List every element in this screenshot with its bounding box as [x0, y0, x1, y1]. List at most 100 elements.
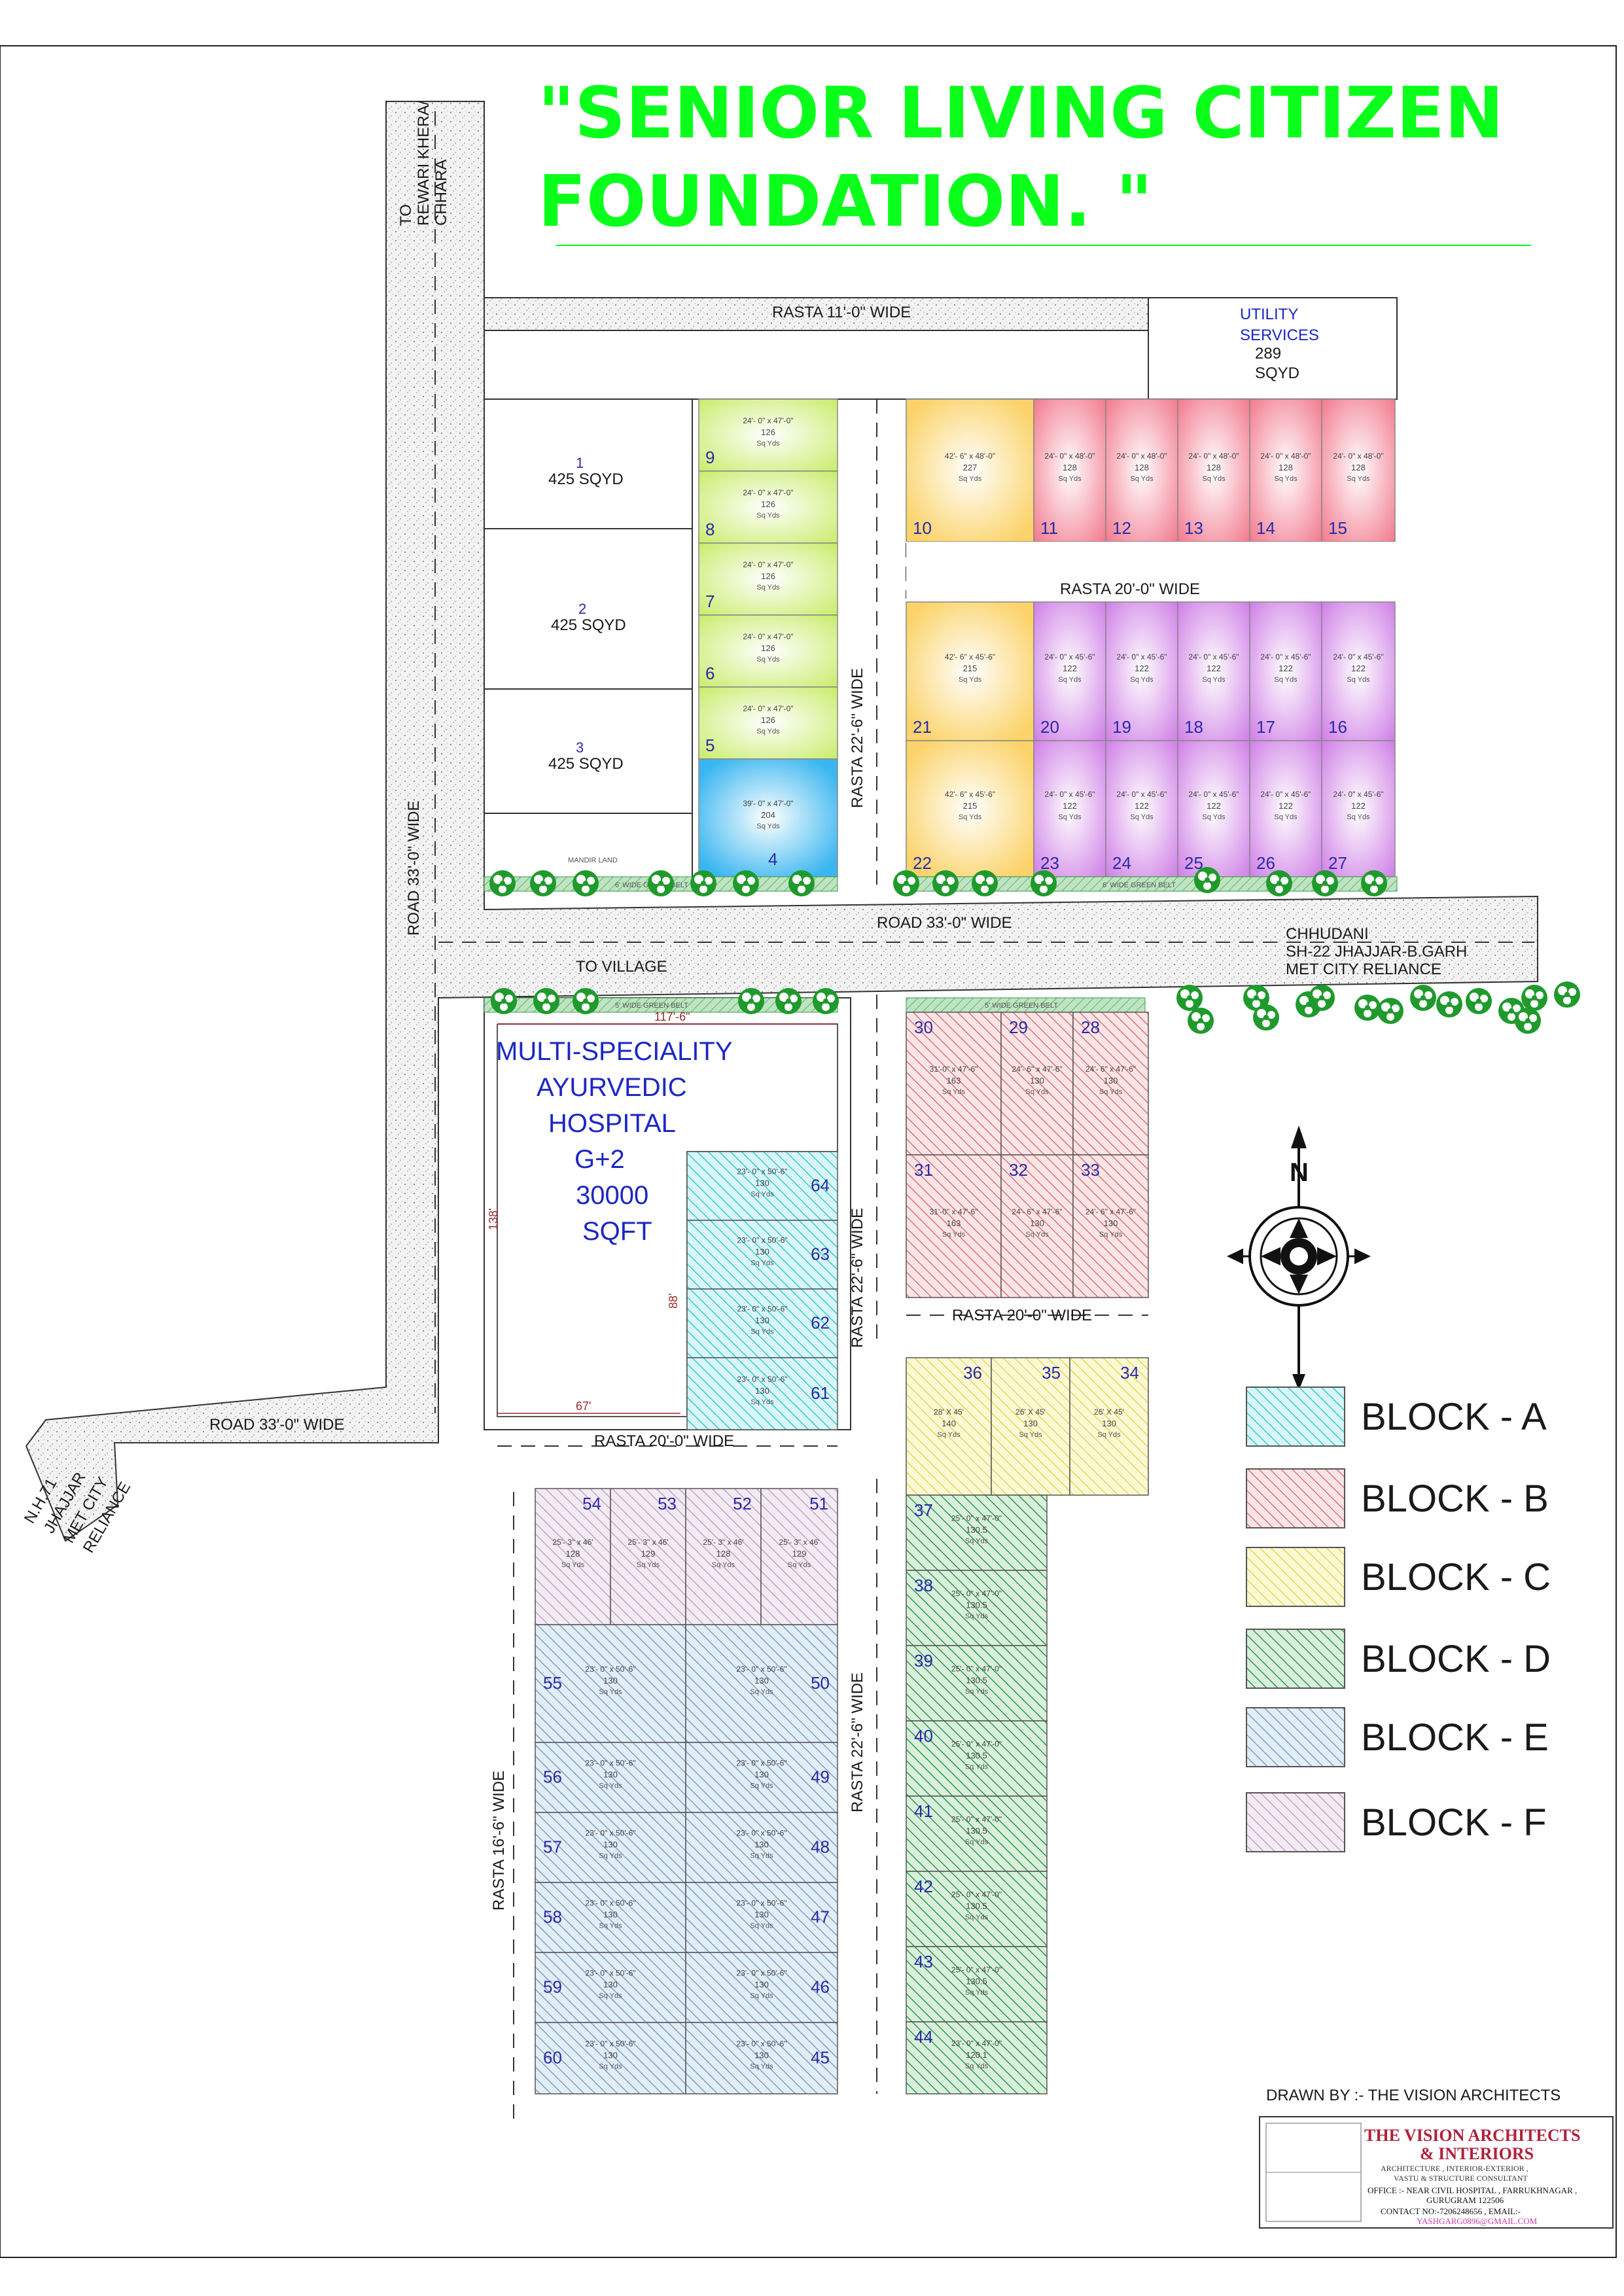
- plot-56-number: 56: [543, 1767, 562, 1787]
- plot-6-area: 126: [761, 643, 775, 653]
- plot-31-area: 163: [947, 1218, 961, 1228]
- tree-icon: [1312, 870, 1338, 896]
- plot-4-area: 204: [761, 810, 775, 820]
- plot-27-dimension: 24'- 0" x 45'-6": [1333, 790, 1383, 799]
- plot-56-unit: Sq Yds: [599, 1782, 622, 1790]
- plot-21-unit: Sq Yds: [959, 676, 982, 684]
- tree-icon: [489, 870, 516, 896]
- plot-58-number: 58: [543, 1907, 562, 1927]
- plot-33-number: 33: [1081, 1160, 1100, 1180]
- plot-23-area: 122: [1063, 801, 1077, 811]
- plot-6-dimension: 24'- 0" x 47'-0": [743, 632, 793, 641]
- plot-4-unit: Sq Yds: [756, 822, 780, 830]
- plot-37-number: 37: [914, 1500, 933, 1520]
- plot-57-unit: Sq Yds: [599, 1852, 622, 1860]
- chhudani-line-3: MET CITY RELIANCE: [1286, 961, 1441, 978]
- plot-13-unit: Sq Yds: [1202, 475, 1226, 483]
- plot-30-area: 163: [947, 1076, 961, 1086]
- tree-icon: [733, 870, 759, 896]
- hospital-line-2: AYURVEDIC: [537, 1073, 687, 1102]
- plot-10-number: 10: [913, 518, 932, 538]
- plot-40-unit: Sq Yds: [965, 1763, 989, 1771]
- plot-26-unit: Sq Yds: [1274, 813, 1297, 821]
- plot-32-dimension: 24'- 6" x 47'-6": [1012, 1207, 1062, 1216]
- plot-43-area: 130.5: [966, 1977, 987, 1987]
- legend-label-c: BLOCK - C: [1361, 1556, 1551, 1598]
- tree-icon: [648, 870, 674, 896]
- plot-49-dimension: 23'- 0" x 50'-6": [736, 1759, 786, 1768]
- plot-4-number: 4: [768, 849, 777, 869]
- to-rewari-line-3: CHHARA: [432, 160, 450, 226]
- legend: BLOCK - A BLOCK - B BLOCK - C BLOCK - D …: [1246, 1386, 1551, 1852]
- tree-icon: [972, 870, 998, 896]
- plot-25-dimension: 24'- 0" x 45'-6": [1188, 790, 1239, 799]
- tree-icon: [1436, 991, 1462, 1017]
- plots-lime: [698, 398, 838, 877]
- tree-icon: [1377, 998, 1403, 1024]
- plot-6-unit: Sq Yds: [756, 656, 780, 663]
- plot-52-number: 52: [733, 1494, 752, 1513]
- stamp-name-2: & INTERIORS: [1420, 2144, 1534, 2163]
- tree-icon: [775, 988, 802, 1014]
- plot-8-area: 126: [761, 499, 775, 509]
- plot-40-number: 40: [914, 1726, 933, 1746]
- plot-43-dimension: 25'- 0" x 47'-0": [951, 1966, 1002, 1975]
- plot-18-dimension: 24'- 0" x 45'-6": [1188, 652, 1239, 662]
- plot-39-dimension: 25'- 0" x 47'-0": [951, 1665, 1002, 1674]
- tree-icon: [1354, 995, 1381, 1021]
- plot-34-dimension: 26' X 45': [1094, 1407, 1124, 1417]
- hospital-line-3: HOSPITAL: [548, 1109, 676, 1138]
- plot-35-area: 130: [1023, 1419, 1038, 1428]
- plot-36-unit: Sq Yds: [937, 1431, 961, 1439]
- plot-28-dimension: 24'- 6" x 47'-6": [1086, 1065, 1136, 1074]
- plot-57-number: 57: [543, 1837, 562, 1857]
- plot-41-number: 41: [914, 1801, 933, 1821]
- plot-24-number: 24: [1112, 853, 1131, 873]
- plot-54-unit: Sq Yds: [561, 1561, 585, 1569]
- plot-10-unit: Sq Yds: [959, 475, 982, 483]
- block-b-plots: [906, 1012, 1149, 1298]
- plot-46-unit: Sq Yds: [750, 1992, 773, 2000]
- plot-46-area: 130: [754, 1980, 769, 1990]
- plot-15-area: 128: [1351, 463, 1366, 472]
- stamp-services-1: ARCHITECTURE , INTERIOR-EXTERIOR ,: [1381, 2164, 1528, 2173]
- plot-48-unit: Sq Yds: [750, 1852, 773, 1860]
- plot-45-number: 45: [811, 2048, 830, 2068]
- plot-38-dimension: 25'- 0" x 47'-0": [951, 1589, 1002, 1598]
- plot-52-dimension: 25'- 3" x 46': [703, 1538, 743, 1547]
- title-line-1: "SENIOR LIVING CITIZEN: [538, 73, 1504, 154]
- plot-32-number: 32: [1009, 1160, 1028, 1180]
- plot-58-dimension: 23'- 0" x 50'-6": [585, 1899, 635, 1908]
- rasta-22-mid-label: RASTA 22'-6" WIDE: [849, 1208, 866, 1348]
- plot-22-dimension: 42'- 6" x 45'-6": [945, 790, 995, 799]
- plot-29-unit: Sq Yds: [1025, 1088, 1049, 1096]
- plot-20-number: 20: [1040, 717, 1059, 737]
- plot-64-dimension: 23'- 0" x 50'-6": [737, 1167, 787, 1176]
- big-plots: [484, 398, 693, 879]
- chhudani-line-2: SH-22 JHAJJAR-B.GARH: [1286, 943, 1467, 961]
- plot-10-area: 227: [963, 463, 978, 472]
- plot-50-unit: Sq Yds: [750, 1688, 773, 1696]
- block-a-plots: [686, 1151, 838, 1430]
- legend-label-a: BLOCK - A: [1361, 1396, 1547, 1438]
- plot-27-number: 27: [1328, 853, 1347, 873]
- hospital-dim-mid: 88': [667, 1294, 680, 1309]
- plot-37-unit: Sq Yds: [965, 1538, 989, 1545]
- plot-10-dimension: 42'- 6" x 48'-0": [945, 451, 995, 461]
- plot-16-unit: Sq Yds: [1347, 676, 1370, 684]
- plot-19-dimension: 24'- 0" x 45'-6": [1116, 652, 1167, 662]
- stamp-office-2: GURUGRAM 122506: [1426, 2195, 1504, 2205]
- plot-38-unit: Sq Yds: [965, 1613, 989, 1621]
- plot-63-number: 63: [811, 1245, 830, 1264]
- plot-42-dimension: 25'- 0" x 47'-0": [951, 1890, 1002, 1899]
- plot-22-area: 215: [963, 801, 978, 811]
- plot-63-area: 130: [755, 1247, 769, 1257]
- plot-14-dimension: 24'- 0" x 48'-0": [1260, 451, 1311, 461]
- tree-icon: [1515, 1008, 1541, 1034]
- plot-30-unit: Sq Yds: [942, 1088, 966, 1096]
- plot-53-dimension: 25'- 3" x 46': [627, 1538, 668, 1547]
- hospital-line-1: MULTI-SPECIALITY: [496, 1037, 733, 1066]
- plot-16-number: 16: [1328, 717, 1347, 737]
- plot-57-area: 130: [603, 1840, 618, 1850]
- plot-18-unit: Sq Yds: [1202, 676, 1226, 684]
